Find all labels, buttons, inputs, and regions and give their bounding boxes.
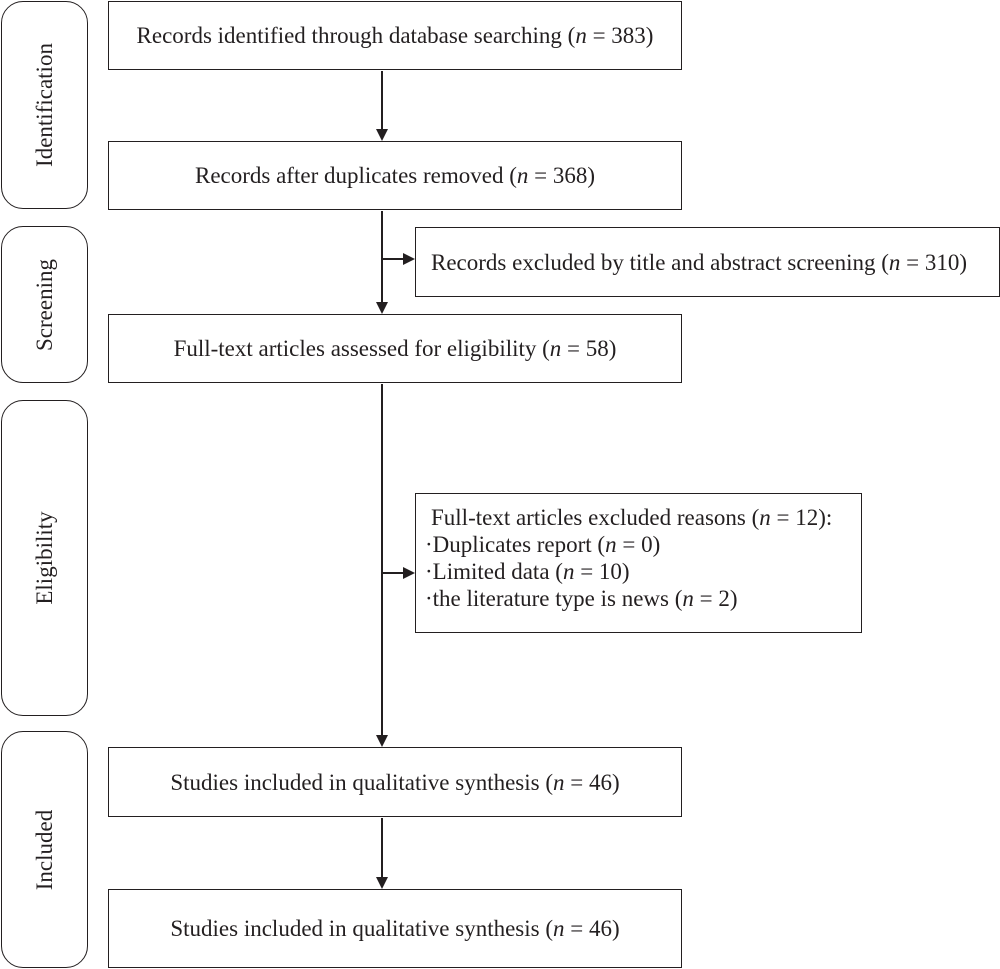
exclusion-reason-n-symbol: n	[605, 532, 617, 557]
fulltext-excluded-heading-n-symbol: n	[759, 505, 771, 530]
exclusion-reason-n-symbol: n	[682, 586, 694, 611]
exclusion-reason-count: = 2)	[693, 586, 738, 611]
records-excluded-text: Records excluded by title and abstract s…	[431, 249, 889, 275]
fulltext-excluded-heading-count: = 12):	[770, 505, 833, 530]
records-identified-count: = 383)	[586, 23, 654, 48]
exclusion-reason-news: ·the literature type is news (n = 2)	[425, 585, 861, 612]
exclusion-reason-limited-data: ·Limited data (n = 10)	[425, 558, 861, 585]
fulltext-assessed-n-symbol: n	[549, 336, 562, 361]
phase-identification: Identification	[1, 1, 88, 209]
studies-qualitative-2-text: Studies included in qualitative synthesi…	[170, 916, 553, 941]
fulltext-assessed-count: = 58)	[561, 336, 617, 361]
exclusion-reason-duplicates: ·Duplicates report (n = 0)	[425, 531, 861, 558]
records-identified-n-symbol: n	[575, 23, 587, 48]
box-fulltext-assessed: Full-text articles assessed for eligibil…	[108, 314, 682, 383]
box-records-excluded-screening: Records excluded by title and abstract s…	[415, 227, 1000, 297]
records-after-duplicates-n-symbol: n	[516, 163, 529, 188]
records-after-duplicates-text: Records after duplicates removed (	[194, 163, 517, 188]
box-records-after-duplicates: Records after duplicates removed (n = 36…	[108, 141, 682, 210]
phase-included: Included	[1, 731, 88, 968]
studies-qualitative-2-count: = 46)	[564, 916, 620, 941]
studies-qualitative-2-n-symbol: n	[553, 916, 565, 941]
studies-qualitative-1-count: = 46)	[564, 769, 620, 795]
fulltext-excluded-heading: Full-text articles excluded reasons (n =…	[431, 504, 861, 531]
phase-eligibility: Eligibility	[1, 400, 88, 716]
exclusion-reason-text: ·the literature type is news (	[425, 586, 683, 611]
exclusion-reason-n-symbol: n	[562, 559, 575, 584]
exclusion-reason-count: = 0)	[616, 532, 661, 557]
records-excluded-count: = 310)	[900, 249, 968, 275]
studies-qualitative-1-text: Studies included in qualitative synthesi…	[170, 769, 553, 795]
records-after-duplicates-count: = 368)	[528, 163, 595, 188]
fulltext-excluded-heading-text: Full-text articles excluded reasons (	[431, 505, 760, 530]
exclusion-reason-count: = 10)	[574, 559, 630, 584]
exclusion-reason-text: ·Limited data (	[425, 559, 563, 584]
box-fulltext-excluded: Full-text articles excluded reasons (n =…	[415, 493, 862, 633]
box-records-identified: Records identified through database sear…	[108, 1, 682, 70]
records-excluded-n-symbol: n	[888, 249, 901, 275]
records-identified-text: Records identified through database sear…	[136, 23, 576, 48]
box-studies-qualitative-1: Studies included in qualitative synthesi…	[108, 747, 682, 817]
studies-qualitative-1-n-symbol: n	[553, 769, 565, 795]
exclusion-reason-text: ·Duplicates report (	[425, 532, 606, 557]
box-studies-qualitative-2: Studies included in qualitative synthesi…	[108, 889, 682, 968]
fulltext-assessed-text: Full-text articles assessed for eligibil…	[173, 336, 550, 361]
phase-screening: Screening	[1, 226, 88, 383]
